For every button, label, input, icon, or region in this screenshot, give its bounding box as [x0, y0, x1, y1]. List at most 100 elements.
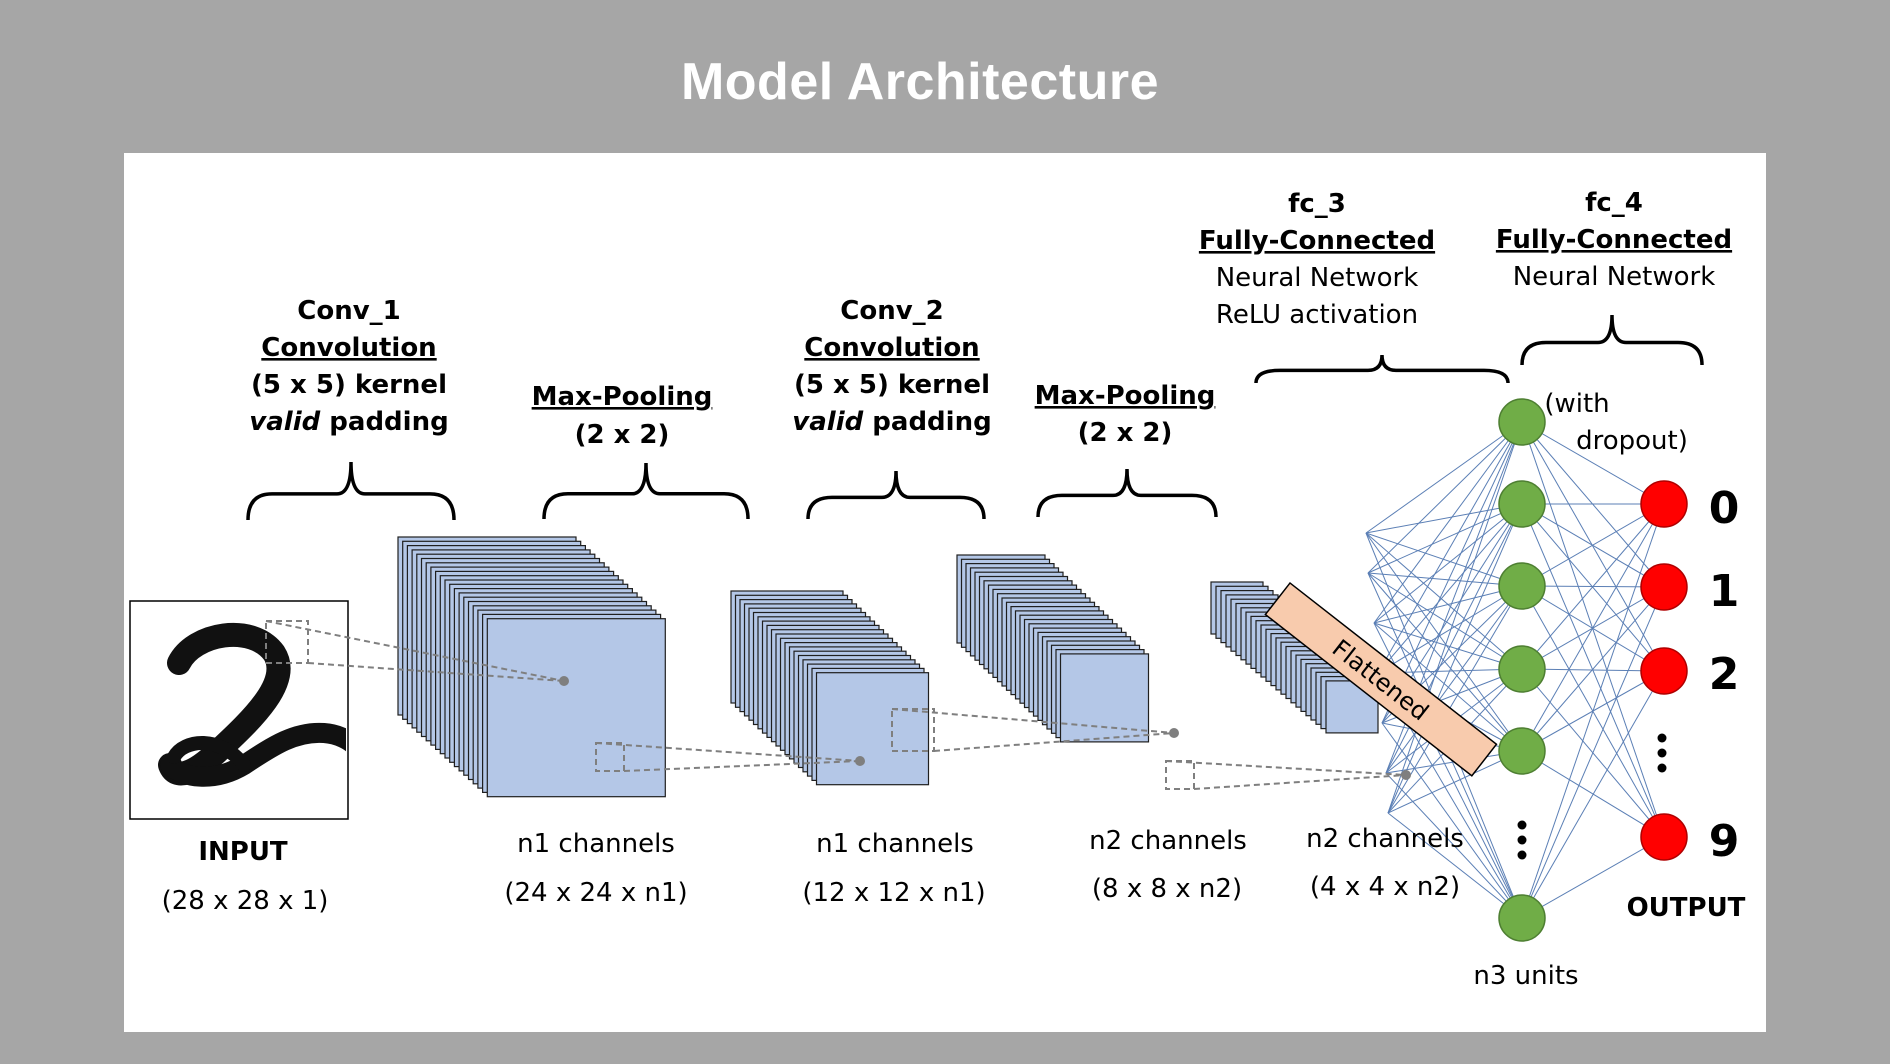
hidden-node: [1498, 562, 1546, 610]
output-nodes: [1640, 480, 1688, 861]
output-node: [1640, 563, 1688, 611]
p1-caption: n1 channels (12 x 12 x n1): [802, 829, 985, 908]
connections: [1365, 421, 1665, 919]
conv2-feature-maps: [956, 554, 1150, 743]
connection-line: [1385, 772, 1523, 919]
feature-map-slice: [1059, 653, 1150, 743]
connection-line: [1367, 572, 1523, 587]
p2-caption: n2 channels (4 x 4 x n2): [1306, 824, 1464, 902]
dropout-note: (with dropout): [1544, 389, 1688, 456]
connection-line: [1521, 670, 1665, 919]
output-label: OUTPUT: [1627, 893, 1746, 923]
input-caption: INPUT (28 x 28 x 1): [162, 837, 329, 916]
connection-line: [1377, 503, 1523, 674]
input-dims: (28 x 28 x 1): [162, 886, 329, 916]
feature-map-slice: [1325, 680, 1379, 734]
c2-dims: (8 x 8 x n2): [1092, 874, 1242, 904]
output-digit-9: 9: [1709, 816, 1740, 867]
pool2-type: Max-Pooling: [1035, 381, 1216, 411]
page-title: Model Architecture: [680, 53, 1160, 111]
feature-map-slice: [486, 618, 666, 798]
brace: [806, 470, 986, 520]
connection-line: [1521, 586, 1665, 752]
connection-line: [1521, 503, 1665, 752]
input-label: INPUT: [198, 837, 288, 867]
layer-braces: [246, 314, 1704, 521]
connection-line: [1373, 421, 1523, 624]
connection-line: [1377, 585, 1523, 674]
architecture-diagram: Flattened Conv_1 Convolution (5 x 5) ker…: [129, 188, 1746, 991]
p1-dims: (12 x 12 x n1): [802, 878, 985, 908]
hidden-ellipsis: [1517, 820, 1527, 860]
connection-line: [1387, 503, 1523, 814]
p2-label: n2 channels: [1306, 824, 1464, 854]
c1-caption: n1 channels (24 x 24 x n1): [504, 829, 687, 908]
connection-line: [1521, 586, 1665, 919]
c2-caption: n2 channels (8 x 8 x n2): [1089, 826, 1247, 904]
conv2-type: Convolution: [804, 333, 979, 363]
output-node: [1640, 480, 1688, 528]
connection-line: [1521, 503, 1665, 670]
conv1-name: Conv_1: [297, 296, 401, 326]
c1-label: n1 channels: [517, 829, 675, 859]
fc4-line1: Neural Network: [1513, 262, 1716, 292]
connection-line: [1381, 722, 1523, 919]
connection-line: [1385, 585, 1523, 774]
output-digit-1: 1: [1709, 566, 1740, 617]
connection-line: [1377, 421, 1523, 674]
connection-line: [1385, 503, 1523, 774]
connection-line: [1521, 421, 1665, 672]
connection-line: [1521, 836, 1665, 919]
output-digit-0: 0: [1709, 483, 1740, 534]
brace: [1036, 468, 1218, 518]
conv1-type: Convolution: [261, 333, 436, 363]
brace: [1520, 314, 1704, 366]
connection-line: [1521, 421, 1665, 838]
conv2-name: Conv_2: [840, 296, 944, 326]
feature-map-slice: [815, 672, 930, 786]
connection-line: [1365, 503, 1523, 534]
conv2-kernel: (5 x 5) kernel: [794, 370, 990, 400]
connection-line: [1365, 532, 1523, 587]
connection-line: [1367, 503, 1523, 574]
conv2-padding: valid padding: [792, 407, 991, 437]
dropout-line1: (with: [1544, 389, 1609, 419]
connection-line: [1521, 503, 1665, 919]
connection-line: [1521, 503, 1665, 587]
hidden-node: [1498, 398, 1546, 446]
output-node: [1640, 647, 1688, 695]
output-ellipsis: [1657, 733, 1667, 773]
fc3-line1: Neural Network: [1216, 263, 1419, 293]
output-digit-2: 2: [1709, 649, 1740, 700]
connection-line: [1367, 421, 1523, 574]
fc4-type: Fully-Connected: [1496, 225, 1732, 255]
dropout-line2: dropout): [1576, 426, 1688, 456]
fc3-name: fc_3: [1288, 189, 1346, 219]
pool1-feature-maps: [730, 590, 930, 786]
pool2-heading: Max-Pooling (2 x 2): [1035, 381, 1216, 448]
hidden-node: [1498, 480, 1546, 528]
pool1-size: (2 x 2): [575, 420, 670, 450]
output-node: [1640, 813, 1688, 861]
brace: [246, 461, 456, 521]
conv2-heading: Conv_2 Convolution (5 x 5) kernel valid …: [792, 296, 991, 437]
brace: [542, 462, 750, 520]
receptive-field-centers: [559, 676, 1411, 780]
fc3-line2: ReLU activation: [1216, 300, 1418, 330]
c1-dims: (24 x 24 x n1): [504, 878, 687, 908]
conv1-feature-maps: [397, 536, 666, 798]
connection-line: [1373, 585, 1523, 624]
fc3-heading: fc_3 Fully-Connected Neural Network ReLU…: [1199, 189, 1435, 330]
hidden-node: [1498, 727, 1546, 775]
conv1-padding: valid padding: [249, 407, 448, 437]
fc4-heading: fc_4 Fully-Connected Neural Network: [1496, 188, 1732, 292]
connection-line: [1365, 421, 1523, 534]
pool2-size: (2 x 2): [1078, 418, 1173, 448]
connection-line: [1387, 421, 1523, 814]
connection-line: [1373, 622, 1523, 670]
connection-line: [1387, 812, 1523, 919]
p1-label: n1 channels: [816, 829, 974, 859]
conv1-kernel: (5 x 5) kernel: [251, 370, 447, 400]
receptive-field-lines: [265, 620, 1407, 790]
fc4-name: fc_4: [1585, 188, 1643, 218]
